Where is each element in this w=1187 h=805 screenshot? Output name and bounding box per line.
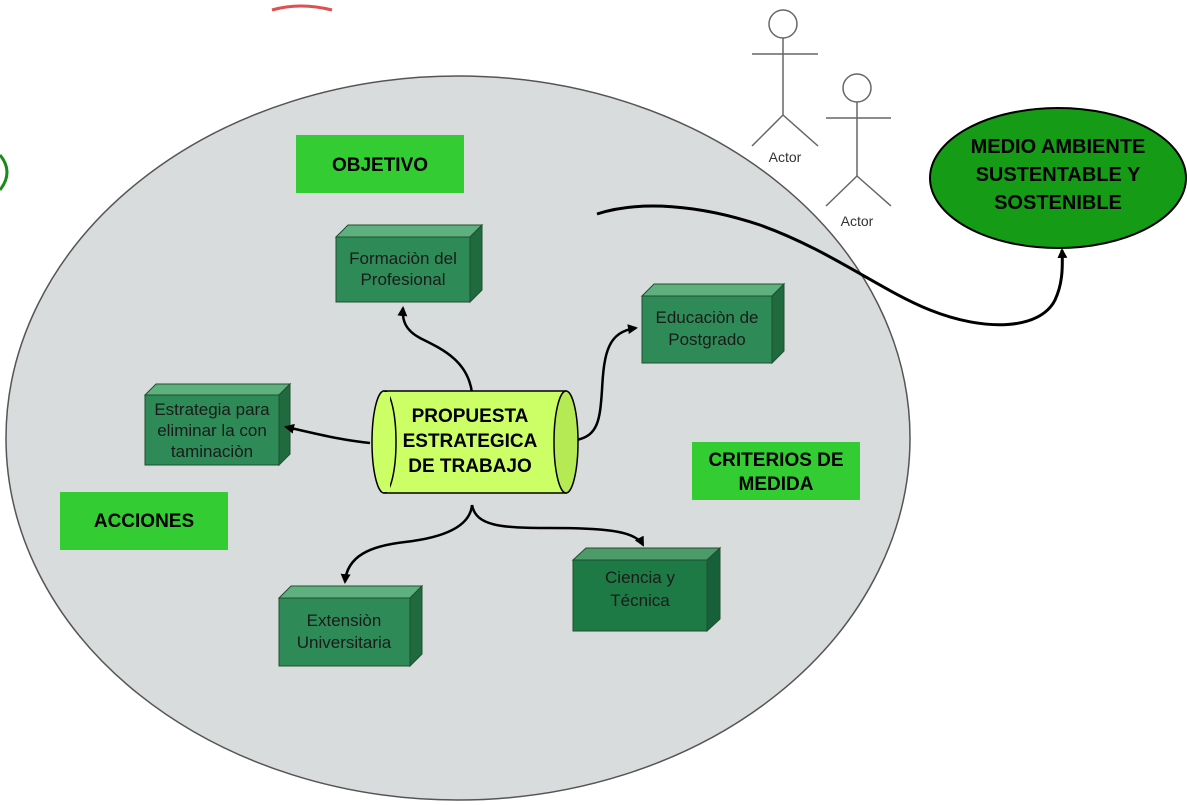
- arrow-to-goal: [596, 204, 1068, 327]
- objetivo-label: OBJETIVO: [296, 135, 464, 193]
- criterios-label: CRITERIOS DE MEDIDA: [692, 442, 860, 500]
- svg-text:Formaciòn del: Formaciòn del: [349, 249, 457, 268]
- box-formacion: Formaciòn del Profesional: [334, 223, 484, 304]
- svg-text:Educaciòn de: Educaciòn de: [655, 308, 758, 327]
- center-proposal: PROPUESTA ESTRATEGICA DE TRABAJO: [371, 390, 579, 494]
- box-extension: Extensiòn Universitaria: [277, 584, 424, 668]
- left-partial-arc: [0, 154, 9, 191]
- acciones-label: ACCIONES: [60, 492, 228, 550]
- actor-2-label: Actor: [841, 213, 874, 229]
- arrow-to-educacion: [575, 324, 638, 442]
- actor-2: [825, 73, 892, 207]
- svg-text:Postgrado: Postgrado: [668, 330, 746, 349]
- arrow-to-ciencia: [470, 504, 645, 547]
- svg-text:Ciencia y: Ciencia y: [605, 568, 675, 587]
- svg-text:Estrategia para: Estrategia para: [154, 400, 270, 419]
- svg-text:ACCIONES: ACCIONES: [94, 511, 194, 532]
- svg-text:Universitaria: Universitaria: [297, 633, 392, 652]
- box-ciencia: Ciencia y Técnica: [571, 546, 722, 633]
- arrow-to-estrategia: [284, 423, 371, 445]
- svg-text:CRITERIOS DE: CRITERIOS DE: [708, 450, 843, 471]
- svg-text:DE TRABAJO: DE TRABAJO: [408, 456, 532, 477]
- svg-text:OBJETIVO: OBJETIVO: [332, 155, 428, 176]
- goal-ellipse: MEDIO AMBIENTE SUSTENTABLE Y SOSTENIBLE: [929, 107, 1187, 249]
- svg-text:SOSTENIBLE: SOSTENIBLE: [994, 192, 1122, 214]
- svg-text:MEDIO AMBIENTE: MEDIO AMBIENTE: [971, 136, 1146, 158]
- svg-text:MEDIDA: MEDIDA: [739, 474, 814, 495]
- box-educacion: Educaciòn de Postgrado: [640, 282, 786, 365]
- actor-1: [751, 9, 819, 147]
- actor-1-label: Actor: [769, 149, 802, 165]
- arrow-to-formacion: [397, 306, 474, 394]
- top-partial-arc: [271, 4, 333, 12]
- svg-text:Profesional: Profesional: [360, 270, 445, 289]
- svg-text:taminaciòn: taminaciòn: [171, 442, 253, 461]
- svg-text:eliminar la con: eliminar la con: [157, 421, 267, 440]
- svg-text:ESTRATEGICA: ESTRATEGICA: [403, 431, 538, 452]
- box-estrategia: Estrategia para eliminar la con taminaci…: [143, 382, 292, 467]
- svg-text:Extensiòn: Extensiòn: [307, 611, 382, 630]
- svg-text:PROPUESTA: PROPUESTA: [412, 406, 529, 427]
- arrow-to-extension: [340, 504, 474, 584]
- svg-text:SUSTENTABLE Y: SUSTENTABLE Y: [976, 164, 1141, 186]
- svg-text:Técnica: Técnica: [610, 591, 670, 610]
